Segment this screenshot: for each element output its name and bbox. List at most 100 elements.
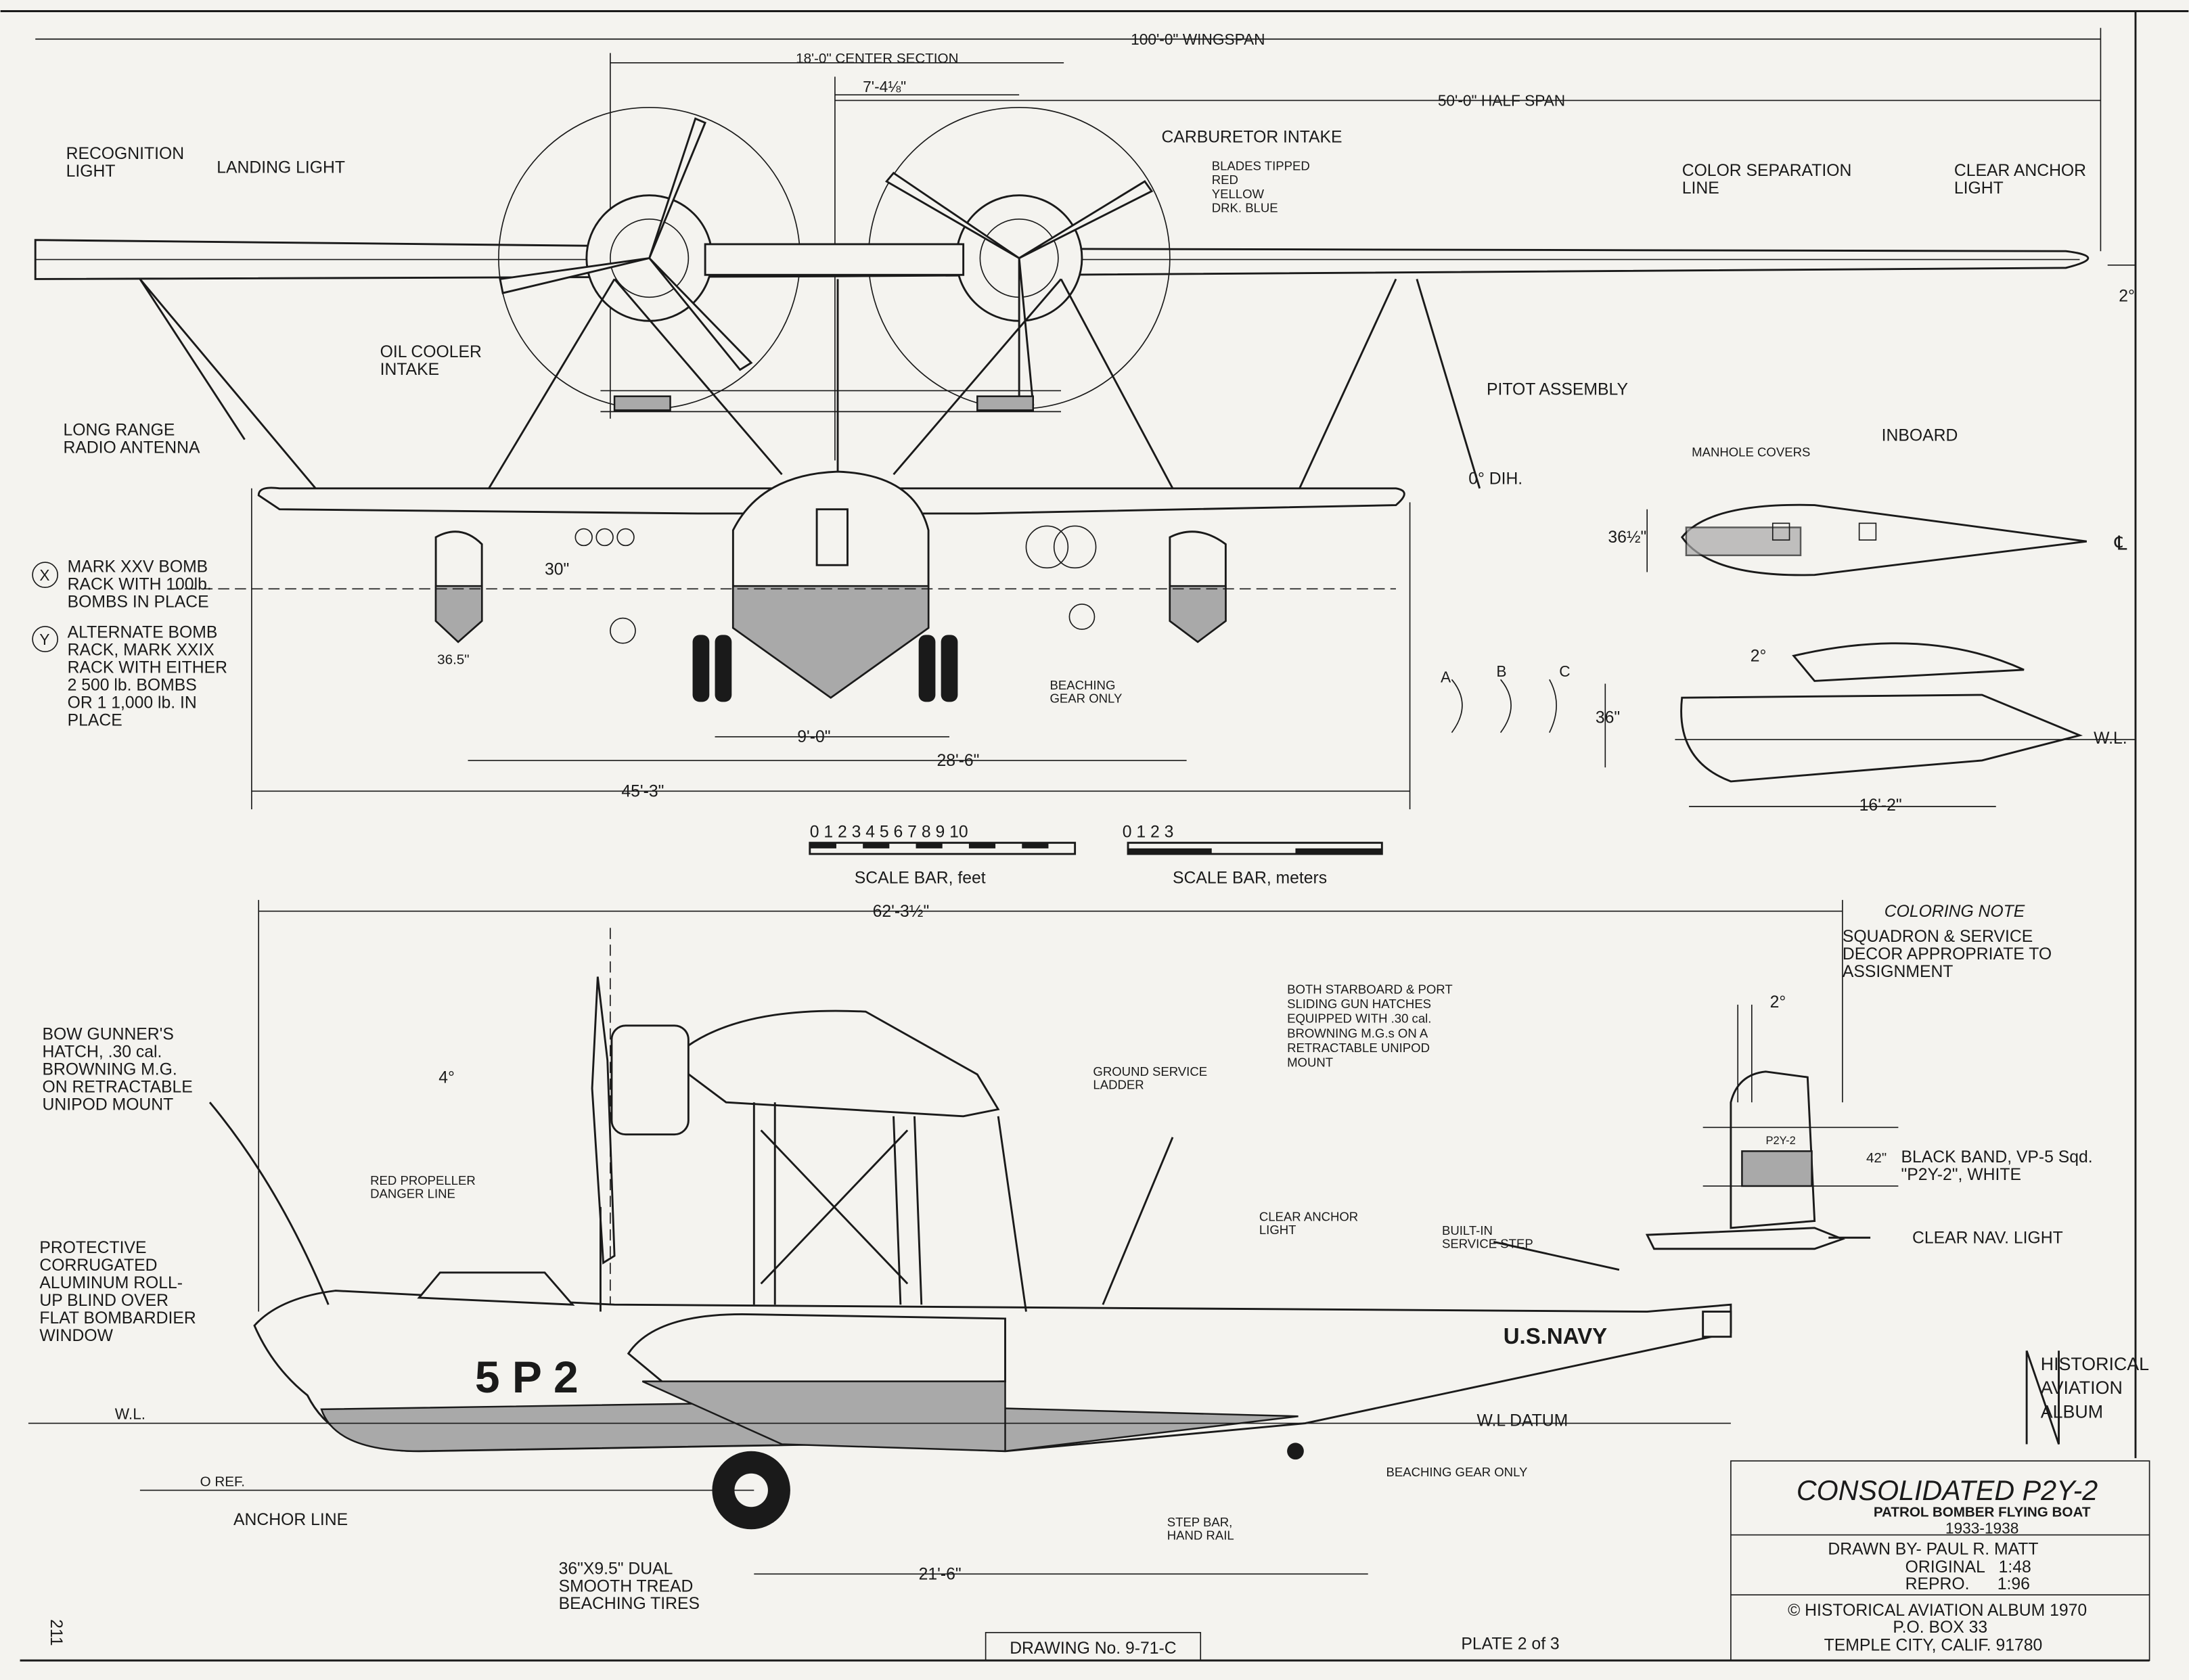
label-seven-four: 7'-4⅛"	[863, 78, 906, 95]
side-view	[28, 900, 1899, 1575]
label-wl-side: W.L.	[115, 1405, 145, 1422]
label-centerline: ℄	[2114, 533, 2127, 555]
engine-nacelle-side	[610, 1024, 690, 1136]
label-coloring-note: DECOR APPROPRIATE TO	[1843, 945, 2052, 963]
label-radio-antenna: RADIO ANTENNA	[63, 438, 200, 457]
beaching-wheel	[941, 635, 958, 702]
horizontal-tail	[1645, 1227, 1846, 1250]
beaching-wheel	[692, 635, 710, 702]
label-thirty-six-half: 36½"	[1608, 528, 1646, 547]
label-coloring-note: SQUADRON & SERVICE	[1843, 928, 2033, 946]
label-forty-two: 42"	[1866, 1150, 1887, 1166]
label-protective: WINDOW	[39, 1327, 113, 1345]
label-landing-light: LANDING LIGHT	[217, 159, 345, 177]
label-manhole: MANHOLE COVERS	[1692, 445, 1810, 459]
center-section	[704, 243, 965, 276]
label-two-deg-top: 2°	[2119, 287, 2135, 305]
label-wl-float: W.L.	[2094, 729, 2127, 748]
label-color-separation: COLOR SEPARATION	[1682, 162, 1852, 180]
upper-wing-side	[669, 1009, 1000, 1118]
label-tires: 36"X9.5" DUAL	[559, 1560, 673, 1578]
label-gun-hatches: SLIDING GUN HATCHES	[1287, 997, 1431, 1011]
label-section-a: A	[1441, 668, 1451, 685]
subtitle: PATROL BOMBER FLYING BOAT	[1874, 1505, 2091, 1520]
label-hull-code: 5 P 2	[475, 1352, 579, 1402]
years: 1933-1938	[1945, 1519, 2018, 1537]
label-protective: FLAT BOMBARDIER	[39, 1309, 196, 1327]
float-detail	[1451, 503, 2136, 807]
label-tires: SMOOTH TREAD	[559, 1577, 694, 1595]
title: CONSOLIDATED P2Y-2	[1797, 1475, 2098, 1506]
propeller-side	[591, 976, 616, 1265]
label-twenty-eight-six: 28'-6"	[936, 752, 979, 770]
front-view	[32, 28, 2136, 810]
label-gun-hatches: EQUIPPED WITH .30 cal.	[1287, 1012, 1431, 1026]
label-note-y: RACK WITH EITHER	[68, 658, 227, 677]
label-blades-tipped: DRK. BLUE	[1212, 200, 1278, 214]
float-plan-view	[1680, 503, 2087, 576]
label-scale-m-ticks: 0 1 2 3	[1123, 823, 1174, 841]
label-step-bar: STEP BAR,	[1167, 1515, 1233, 1529]
label-x-mark: X	[39, 566, 49, 584]
label-forty-five-three: 45'-3"	[621, 783, 664, 801]
label-anchor-line: ANCHOR LINE	[233, 1511, 348, 1529]
label-thirty-six-in: 36"	[1596, 708, 1620, 727]
label-four-deg: 4°	[438, 1068, 455, 1087]
label-bow-gunner: UNIPOD MOUNT	[43, 1095, 174, 1114]
label-blades-tipped: YELLOW	[1212, 187, 1265, 201]
float-wing-tip	[1792, 642, 2025, 682]
label-oil-cooler: OIL COOLER	[380, 343, 482, 361]
label-clear-anchor-side: CLEAR ANCHOR	[1259, 1210, 1358, 1224]
label-two-deg-side: 2°	[1770, 993, 1786, 1012]
label-wl-datum: W.L DATUM	[1477, 1412, 1569, 1430]
label-wingspan: 100'-0" WINGSPAN	[1131, 30, 1265, 48]
label-nine-zero: 9'-0"	[797, 728, 830, 746]
label-recognition-light: RECOGNITION	[66, 145, 185, 163]
label-scale-m: SCALE BAR, meters	[1173, 869, 1327, 887]
label-bow-gunner: BROWNING M.G.	[43, 1060, 177, 1079]
propeller-left	[499, 117, 753, 371]
label-step-bar: HAND RAIL	[1167, 1528, 1234, 1543]
label-gun-hatches: BOTH STARBOARD & PORT	[1287, 982, 1453, 996]
label-gun-hatches: BROWNING M.G.s ON A	[1287, 1026, 1428, 1040]
label-y-mark: Y	[39, 631, 49, 648]
label-note-y: ALTERNATE BOMB	[68, 623, 218, 641]
repro-scale: REPRO. 1:96	[1905, 1575, 2030, 1593]
label-note-y: OR 1 1,000 lb. IN	[68, 694, 197, 712]
annotations: 100'-0" WINGSPAN 18'-0" CENTER SECTION 7'-…	[39, 30, 2149, 1658]
label-beaching-gear-front: GEAR ONLY	[1050, 691, 1123, 705]
label-ground-ladder: LADDER	[1093, 1078, 1144, 1092]
beaching-wheel	[918, 635, 936, 702]
label-half-span: 50'-0" HALF SPAN	[1438, 92, 1565, 110]
label-note-x: BOMBS IN PLACE	[68, 593, 209, 612]
label-note-y: RACK, MARK XXIX	[68, 641, 215, 659]
label-drawing-no: DRAWING No. 9-71-C	[1010, 1639, 1176, 1658]
copyright: © HISTORICAL AVIATION ALBUM 1970	[1788, 1602, 2087, 1620]
label-clear-nav: CLEAR NAV. LIGHT	[1912, 1229, 2063, 1248]
label-recognition-light: LIGHT	[66, 162, 116, 181]
label-beaching-side: BEACHING GEAR ONLY	[1386, 1465, 1528, 1479]
label-inboard: INBOARD	[1882, 427, 1958, 445]
label-center-section: 18'-0" CENTER SECTION	[796, 51, 958, 66]
label-clear-anchor-light-top: LIGHT	[1954, 179, 2004, 198]
float-side-view	[1680, 694, 2083, 783]
label-color-separation: LINE	[1682, 179, 1719, 198]
drawn-by: DRAWN BY- PAUL R. MATT	[1828, 1540, 2038, 1558]
label-o-ref: O REF.	[200, 1474, 245, 1489]
label-sixteen-two: 16'-2"	[1859, 796, 1902, 815]
title-block: CONSOLIDATED P2Y-2 PATROL BOMBER FLYING …	[1730, 1460, 2150, 1661]
label-note-x: MARK XXV BOMB	[68, 558, 208, 576]
label-protective: CORRUGATED	[39, 1256, 157, 1275]
drawing-number-box	[985, 1632, 1202, 1661]
label-gun-hatches: MOUNT	[1287, 1055, 1333, 1070]
label-sixty-two: 62'-3½"	[873, 903, 930, 921]
label-scale-feet: SCALE BAR, feet	[855, 869, 986, 887]
label-bow-gunner: BOW GUNNER'S	[43, 1025, 174, 1043]
city: TEMPLE CITY, CALIF. 91780	[1824, 1637, 2043, 1655]
label-section-b: B	[1496, 662, 1506, 680]
label-red-prop: RED PROPELLER	[370, 1173, 476, 1187]
label-service-step: SERVICE STEP	[1442, 1237, 1533, 1251]
label-protective: ALUMINUM ROLL-	[39, 1274, 183, 1292]
label-scale-feet-ticks: 0 1 2 3 4 5 6 7 8 9 10	[810, 823, 968, 841]
label-bow-gunner: HATCH, .30 cal.	[43, 1043, 162, 1061]
